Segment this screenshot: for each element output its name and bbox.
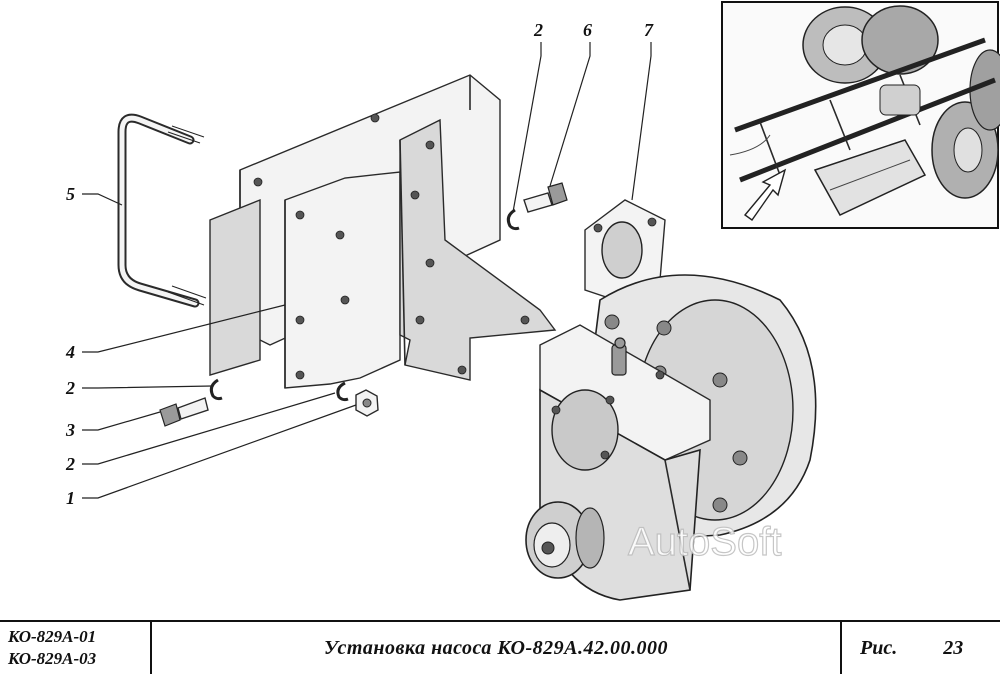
callout-1: 1: [66, 488, 75, 508]
assembly-drawing: 5 4 2 3 2 1 2 6 7 AutoSoft: [65, 1, 1000, 601]
callout-4: 4: [65, 342, 75, 362]
model-codes: КО-829А-01 КО-829А-03: [0, 622, 152, 674]
leader-lines: [82, 42, 652, 499]
watermark: AutoSoft: [628, 520, 781, 564]
callout-5: 5: [66, 184, 75, 204]
upper-bolt: [523, 182, 568, 213]
lower-washer-right: [336, 381, 349, 402]
model-code-2: КО-829А-03: [8, 649, 97, 668]
figure-number: 23: [943, 636, 964, 659]
pump-bracket: [399, 118, 557, 381]
callout-2-upper: 2: [533, 20, 543, 40]
callout-3: 3: [65, 420, 75, 440]
callout-7: 7: [644, 20, 654, 40]
figure-label: Рис.: [860, 636, 898, 659]
callout-2-lower-right: 2: [65, 454, 75, 474]
upper-washer: [506, 208, 520, 231]
callout-2-lower-left: 2: [65, 378, 75, 398]
model-code-1: КО-829А-01: [8, 627, 97, 646]
hex-nut: [355, 389, 379, 417]
lower-washer-left: [209, 378, 223, 401]
lower-bolt: [159, 397, 209, 427]
inset-chassis-view: [721, 1, 1000, 229]
callout-6: 6: [583, 20, 592, 40]
figure-reference: Рис. 23: [842, 622, 1000, 674]
title-block: КО-829А-01 КО-829А-03 Установка насоса К…: [0, 620, 1000, 674]
drawing-title: Установка насоса КО-829А.42.00.000: [152, 622, 842, 674]
pump: [525, 199, 817, 601]
mounting-plate: [284, 171, 401, 389]
u-bolt: [117, 113, 207, 308]
